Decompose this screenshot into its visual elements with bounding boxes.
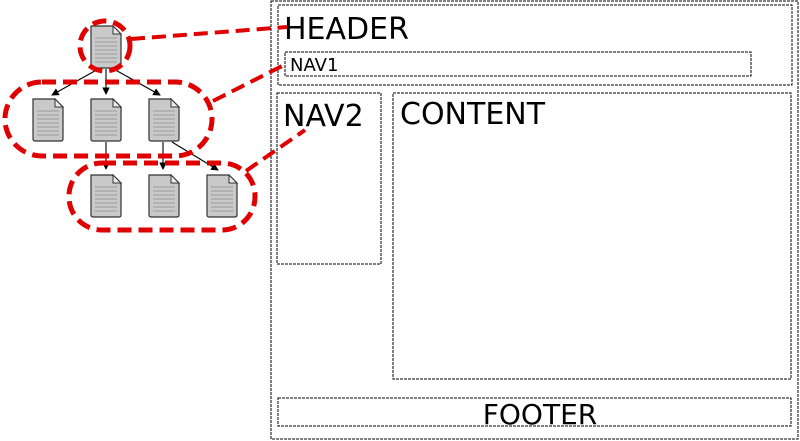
document-icon: [90, 98, 122, 142]
document-icon: [90, 25, 122, 69]
document-icon: [148, 174, 180, 218]
nav1-label: NAV1: [290, 55, 338, 76]
footer-region: [277, 397, 792, 427]
highlight-connectors: [130, 25, 307, 173]
level1-to-nav1-connector: [212, 62, 287, 103]
level2-highlight: [66, 160, 258, 233]
root-to-header-connector: [130, 25, 288, 41]
document-icon: [148, 98, 180, 142]
footer-label: FOOTER: [483, 398, 597, 431]
level1-highlight: [2, 79, 215, 159]
level2-to-nav2-connector: [244, 128, 307, 173]
arrow-level1c-to-level2-c: [171, 141, 219, 171]
nav2-label: NAV2: [283, 99, 364, 134]
nav2-region: [276, 92, 382, 265]
document-icon: [206, 174, 238, 218]
root-highlight: [77, 18, 133, 74]
nav1-region: [284, 51, 752, 77]
document-icon: [90, 174, 122, 218]
content-region: [392, 92, 792, 380]
document-nodes: [32, 25, 238, 218]
page-wireframe: HEADER NAV1 NAV2 CONTENT FOOTER: [270, 0, 799, 440]
highlight-groups: [2, 18, 258, 233]
header-label: HEADER: [284, 12, 409, 47]
content-label: CONTENT: [400, 97, 546, 132]
document-icon: [32, 98, 64, 142]
